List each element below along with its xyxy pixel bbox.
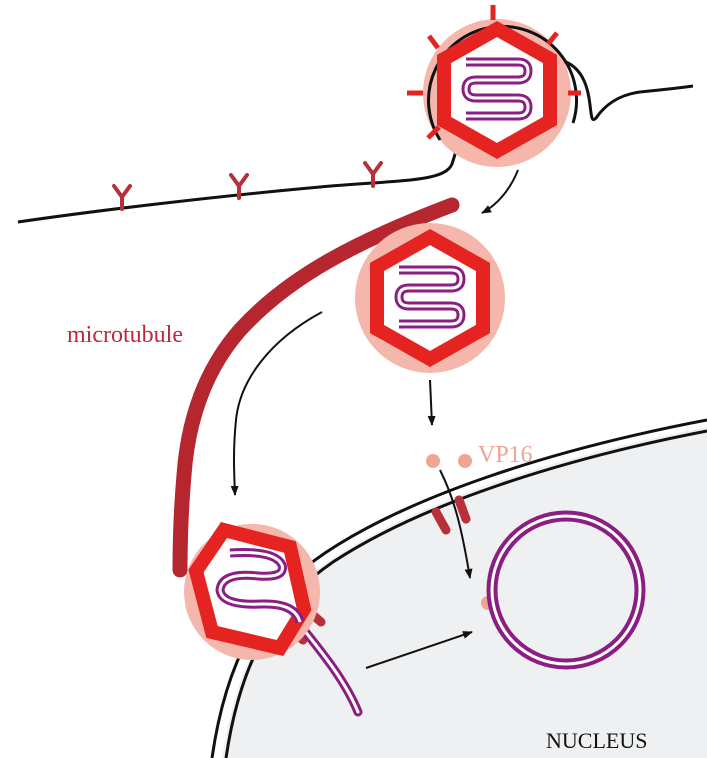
vp16-particle: [458, 454, 472, 468]
injected-dna-core: [298, 623, 360, 714]
viral-genome-core: [218, 551, 302, 623]
vp16-particle: [426, 454, 440, 468]
capsid: [370, 228, 490, 368]
membrane-receptor: [112, 184, 132, 211]
arrow-transport-along-microtubule: [230, 311, 323, 496]
microtubule-label: microtubule: [67, 322, 183, 348]
virion-fusing: [407, 5, 581, 167]
capsid: [437, 20, 557, 160]
pathway-arrows: [230, 169, 519, 669]
capsid: [188, 521, 312, 656]
nuclear-pore: [431, 507, 451, 535]
capsid-cytoplasm: [355, 223, 505, 373]
microtubule-filament: [172, 197, 460, 578]
membrane-receptor: [229, 173, 249, 200]
glycoprotein-spike: [546, 31, 559, 46]
microtubule: microtubule: [67, 197, 460, 578]
plasma-membrane: [17, 55, 694, 224]
nucleus-label: NUCLEUS: [546, 728, 647, 753]
glycoprotein-spikes: [407, 5, 581, 140]
vp16-label: VP16: [478, 442, 533, 468]
viral-genome-core: [464, 60, 530, 118]
glycoprotein-spike: [427, 34, 440, 50]
circular-genome: [486, 510, 646, 670]
arrow-dna-circularization: [365, 631, 473, 669]
nuclear-pore: [454, 495, 471, 524]
glycoprotein-spike: [426, 125, 441, 140]
nuclear-envelope-inner: [224, 429, 707, 758]
membrane-receptor: [363, 161, 383, 188]
cell-membrane: [17, 55, 694, 224]
arrow-release-vp16: [427, 379, 436, 426]
viral-genome-core: [397, 268, 463, 326]
arrow-fusion-to-cytoplasm: [481, 169, 519, 214]
nuclear-envelope-outer: [210, 418, 707, 758]
arrow-vp16-to-nucleus: [439, 469, 473, 579]
capsid-docked: [184, 521, 363, 717]
circular-viral-dna-core: [490, 514, 642, 666]
